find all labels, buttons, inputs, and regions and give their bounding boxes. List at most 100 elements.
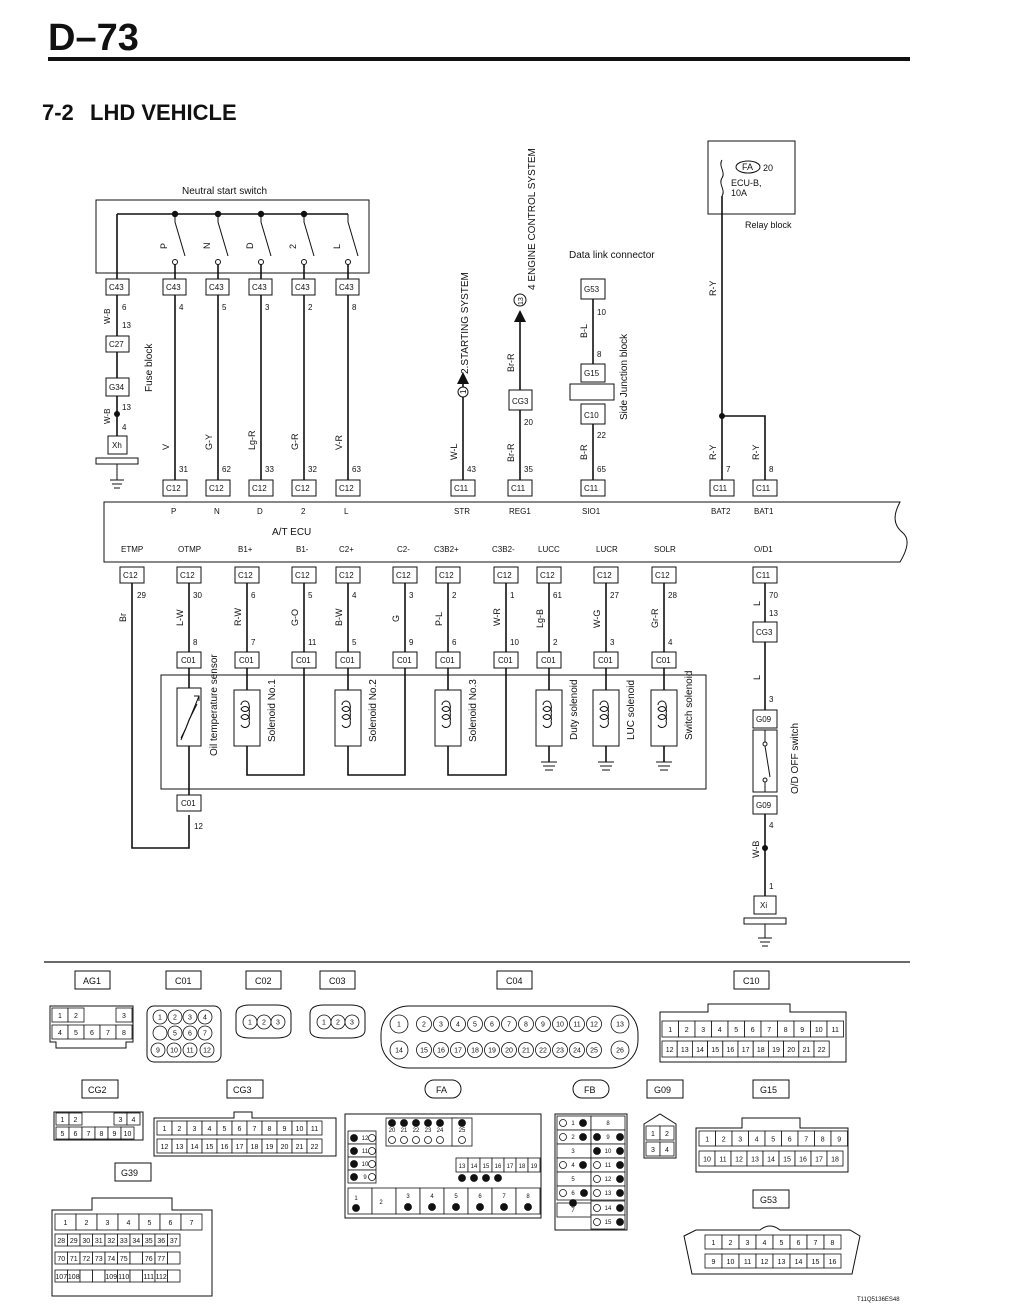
svg-text:3: 3 <box>106 1220 110 1227</box>
svg-text:P-L: P-L <box>434 612 444 626</box>
svg-text:15: 15 <box>206 1144 214 1151</box>
svg-text:20: 20 <box>505 1048 513 1055</box>
svg-text:71: 71 <box>70 1256 78 1263</box>
svg-text:OTMP: OTMP <box>178 545 201 554</box>
svg-text:13: 13 <box>769 609 778 618</box>
svg-text:31: 31 <box>95 1238 103 1245</box>
svg-text:111: 111 <box>143 1274 154 1281</box>
svg-text:9: 9 <box>156 1048 160 1055</box>
svg-text:2: 2 <box>729 1240 733 1247</box>
svg-text:6: 6 <box>751 1027 755 1034</box>
svg-text:7: 7 <box>190 1220 194 1227</box>
svg-text:L-W: L-W <box>175 609 185 626</box>
svg-text:C12: C12 <box>180 571 195 580</box>
svg-text:1: 1 <box>510 591 515 600</box>
svg-text:B1+: B1+ <box>238 545 253 554</box>
svg-text:22: 22 <box>818 1047 826 1054</box>
lower-wires: Br L-W R-W G-O B-W G P-L W-R Lg-B W-G Gr… <box>118 583 762 849</box>
svg-text:1: 1 <box>769 882 774 891</box>
svg-text:G-O: G-O <box>290 609 300 626</box>
starting-system-link: 1 2.STARTING SYSTEM W-L 43 <box>449 272 476 480</box>
svg-text:23: 23 <box>425 1128 432 1134</box>
svg-text:29: 29 <box>70 1238 78 1245</box>
svg-text:AG1: AG1 <box>83 976 101 986</box>
svg-text:4: 4 <box>122 423 127 432</box>
svg-text:14: 14 <box>696 1047 704 1054</box>
svg-text:8: 8 <box>268 1126 272 1133</box>
svg-text:24: 24 <box>437 1128 444 1134</box>
svg-text:Br-R: Br-R <box>506 443 516 462</box>
svg-text:C12: C12 <box>497 571 512 580</box>
svg-text:12: 12 <box>161 1144 169 1151</box>
svg-text:C11: C11 <box>756 571 771 580</box>
svg-text:8: 8 <box>831 1240 835 1247</box>
svg-text:6: 6 <box>251 591 256 600</box>
svg-text:C01: C01 <box>181 656 196 665</box>
neutral-start-switch-label: Neutral start switch <box>182 186 267 197</box>
svg-text:G15: G15 <box>760 1085 777 1095</box>
svg-text:1: 1 <box>705 1137 709 1144</box>
svg-text:5: 5 <box>734 1027 738 1034</box>
svg-text:11: 11 <box>311 1126 318 1133</box>
svg-text:C2+: C2+ <box>339 545 354 554</box>
svg-text:G53: G53 <box>760 1195 777 1205</box>
svg-text:G34: G34 <box>109 383 125 392</box>
position-n: N <box>202 243 212 250</box>
svg-text:5: 5 <box>222 303 227 312</box>
svg-text:C12: C12 <box>166 484 181 493</box>
svg-text:O/D OFF switch: O/D OFF switch <box>790 723 801 794</box>
svg-text:6: 6 <box>797 1240 801 1247</box>
svg-text:6: 6 <box>452 638 457 647</box>
svg-text:C01: C01 <box>598 656 613 665</box>
svg-text:7: 7 <box>726 465 731 474</box>
svg-text:CG3: CG3 <box>512 397 529 406</box>
svg-text:1: 1 <box>248 1020 252 1027</box>
svg-text:C01: C01 <box>340 656 355 665</box>
svg-text:C12: C12 <box>655 571 670 580</box>
svg-text:3: 3 <box>769 695 774 704</box>
svg-text:C27: C27 <box>109 340 124 349</box>
svg-text:12: 12 <box>194 822 203 831</box>
position-d: D <box>245 242 255 249</box>
svg-text:Lg-B: Lg-B <box>535 609 545 628</box>
svg-text:70: 70 <box>769 591 778 600</box>
svg-text:L: L <box>752 675 762 680</box>
svg-text:Solenoid No.3: Solenoid No.3 <box>468 679 479 742</box>
svg-text:W-B: W-B <box>103 409 112 424</box>
svg-text:32: 32 <box>308 465 317 474</box>
svg-text:G-Y: G-Y <box>204 434 214 450</box>
svg-text:4: 4 <box>179 303 184 312</box>
svg-text:1: 1 <box>459 389 468 394</box>
svg-text:18: 18 <box>471 1048 479 1055</box>
svg-text:Lg-R: Lg-R <box>247 430 257 450</box>
svg-text:C01: C01 <box>239 656 254 665</box>
svg-text:12: 12 <box>735 1157 743 1164</box>
svg-text:2: 2 <box>74 1013 78 1020</box>
svg-text:R-Y: R-Y <box>708 445 718 461</box>
solenoid-no3: Solenoid No.3 <box>434 668 507 776</box>
svg-text:1: 1 <box>58 1013 62 1020</box>
svg-text:4: 4 <box>755 1137 759 1144</box>
svg-text:9: 9 <box>837 1137 841 1144</box>
svg-text:C12: C12 <box>540 571 555 580</box>
svg-text:28: 28 <box>668 591 677 600</box>
svg-text:FA: FA <box>742 162 753 172</box>
svg-text:2.STARTING SYSTEM: 2.STARTING SYSTEM <box>460 272 471 374</box>
svg-text:W-B: W-B <box>103 309 112 324</box>
svg-text:D: D <box>257 507 263 516</box>
svg-text:C12: C12 <box>123 571 138 580</box>
svg-text:5: 5 <box>352 638 357 647</box>
svg-text:2: 2 <box>262 1020 266 1027</box>
svg-text:C12: C12 <box>209 484 224 493</box>
svg-text:8: 8 <box>352 303 357 312</box>
svg-text:14: 14 <box>395 1048 403 1055</box>
svg-text:G-R: G-R <box>290 433 300 450</box>
svg-text:7: 7 <box>571 1208 575 1214</box>
ecu-label: A/T ECU <box>272 527 311 538</box>
svg-text:108: 108 <box>68 1274 80 1281</box>
svg-text:12: 12 <box>761 1259 769 1266</box>
